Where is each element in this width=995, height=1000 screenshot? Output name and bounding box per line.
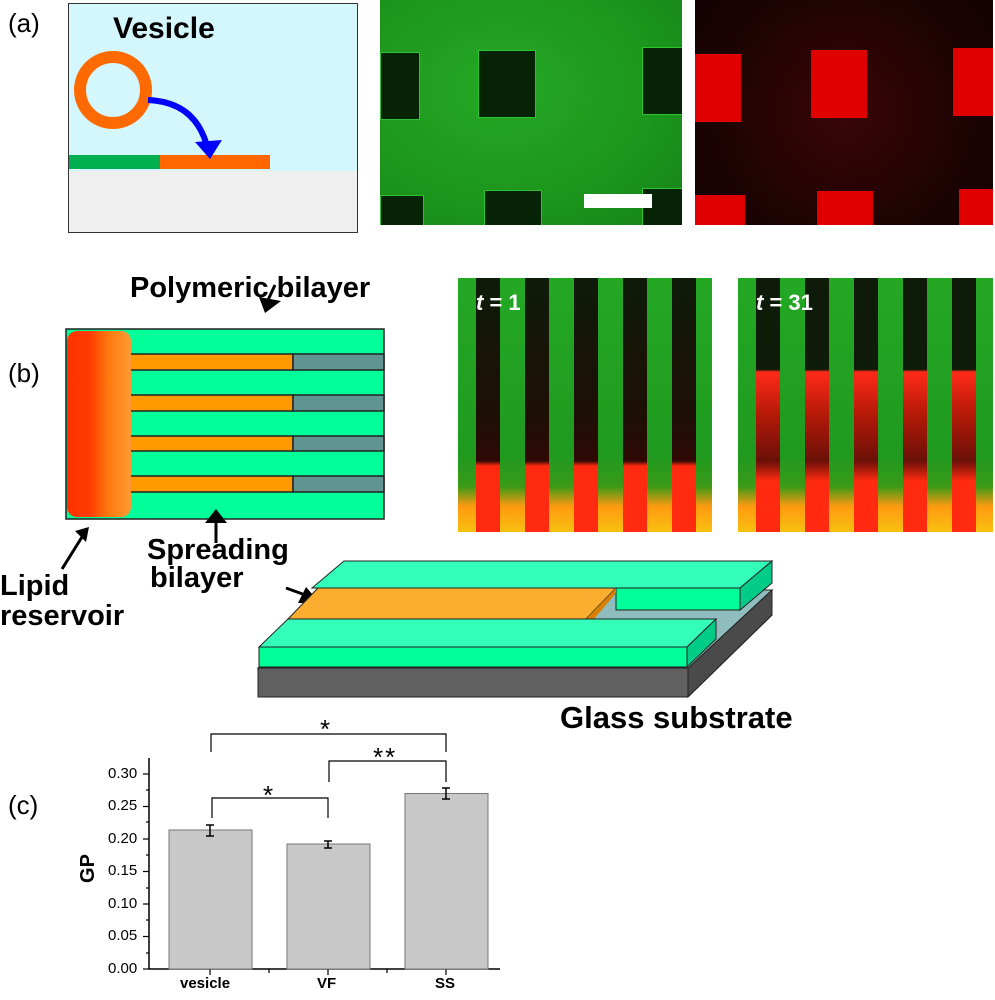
dark-square — [380, 195, 424, 225]
green-micrograph — [380, 0, 682, 225]
planar-bilayer-schematic — [65, 284, 385, 543]
y-tick-label: 0.20 — [108, 830, 138, 847]
timelapse-t31: t = 31 — [738, 278, 993, 532]
panel-a-label: (a) — [8, 8, 40, 38]
vesicle-icon — [74, 51, 152, 129]
channel-stripe — [903, 278, 927, 532]
curved-arrow-icon — [147, 97, 211, 151]
red-square — [811, 50, 867, 118]
dark-square — [642, 47, 682, 115]
y-tick-label: 0.30 — [108, 765, 138, 782]
bracket-vf-ss — [328, 760, 447, 782]
timepoint-label: t = 1 — [476, 290, 521, 315]
red-square — [817, 191, 873, 225]
timepoint-label: t = 31 — [756, 290, 813, 315]
channel-stripe — [525, 278, 549, 532]
y-tick-label: 0.00 — [108, 960, 138, 977]
bar-vesicle — [168, 829, 253, 970]
channel-stripe — [952, 278, 976, 532]
lipid-label-line2: reservoir — [0, 600, 125, 632]
scale-bar — [584, 194, 652, 208]
x-tick-vf: VF — [317, 975, 337, 992]
lipid-bilayer-strip — [160, 155, 270, 169]
channel-stripe — [623, 278, 647, 532]
vesicle-title: Vesicle — [113, 12, 215, 45]
bar-ss — [404, 793, 489, 970]
red-square — [695, 195, 745, 225]
dark-square — [478, 50, 536, 118]
red-square — [695, 54, 741, 122]
y-tick-label: 0.05 — [108, 927, 138, 944]
channel-stripe — [854, 278, 878, 532]
glass-substrate-label: Glass substrate — [560, 700, 793, 735]
timelapse-t1: t = 1 — [458, 278, 712, 532]
y-tick-label: 0.15 — [108, 862, 138, 879]
reservoir-arrow-icon — [60, 527, 89, 570]
x-tick-ss: SS — [435, 975, 456, 992]
y-tick-label: 0.10 — [108, 895, 138, 912]
panel-b-label: (b) — [8, 358, 40, 388]
spreading-label-line1: Spreading — [147, 534, 289, 566]
x-tick-vesicle: vesicle — [180, 975, 231, 992]
channel-stripe — [574, 278, 598, 532]
vesicle-fusion-schematic: Vesicle — [68, 3, 358, 233]
3d-bilayer-schematic — [256, 559, 774, 699]
bar-vf — [286, 843, 371, 970]
gp-bar-chart — [143, 733, 500, 975]
significance-vf-ss: ** — [373, 742, 398, 772]
channel-stripe — [672, 278, 696, 532]
vesicle-diagram — [74, 51, 222, 159]
significance-vesicle-ss: * — [320, 714, 331, 744]
lipid-label-line1: Lipid — [0, 570, 70, 602]
red-square — [953, 48, 993, 116]
panel-c-label: (c) — [8, 790, 39, 820]
channel-stripe — [476, 278, 500, 532]
spreading-label-line2: bilayer — [150, 562, 244, 594]
y-tick-label: 0.25 — [108, 797, 138, 814]
red-square — [959, 189, 993, 225]
lipid-reservoir — [67, 331, 131, 517]
y-axis-label: GP — [76, 854, 99, 883]
bracket-vesicle-ss — [210, 733, 447, 752]
channel-stripe — [805, 278, 829, 532]
channel-stripe — [756, 278, 780, 532]
dark-square — [484, 190, 542, 225]
polymeric-bilayer-label: Polymeric bilayer — [130, 272, 371, 304]
polymer-bilayer-strip — [69, 155, 160, 169]
bracket-vesicle-vf — [211, 797, 329, 818]
significance-vesicle-vf: * — [263, 780, 274, 810]
substrate-region — [69, 171, 357, 232]
red-micrograph — [695, 0, 993, 225]
dark-square — [380, 52, 420, 120]
